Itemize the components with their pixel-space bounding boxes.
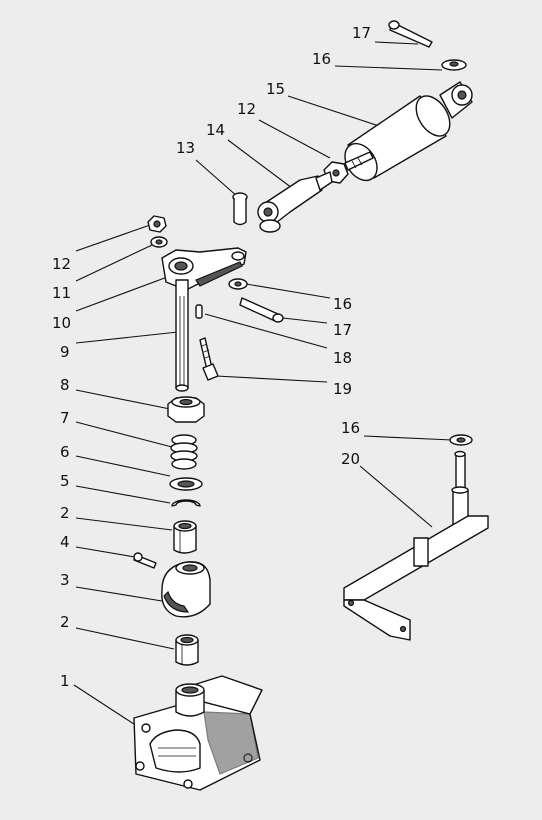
callout-2-upper: 2 [60,504,70,522]
callout-8: 8 [60,376,70,394]
callout-10: 10 [52,314,71,332]
part-3-bearing-housing [161,561,211,618]
part-2-bushing-upper [173,520,197,554]
callout-1: 1 [60,672,70,690]
part-9-splined-shaft [175,279,189,392]
callout-15: 15 [266,80,285,98]
callout-16-mid: 16 [333,295,352,313]
callout-labels: 17 16 15 12 14 13 12 11 10 9 16 17 18 19… [52,24,371,690]
callout-19: 19 [333,380,352,398]
callout-16-top: 16 [312,50,331,68]
callout-7: 7 [60,409,70,427]
part-8-nut [167,396,205,423]
callout-18: 18 [333,349,352,367]
part-16-washer-right [449,434,473,446]
part-17-cotter-pin-top [388,20,433,48]
part-6-washer [169,477,203,491]
part-19-bolt [199,337,219,381]
callout-3: 3 [60,571,70,589]
part-4-grease-fitting [133,552,157,569]
callout-17-mid: 17 [333,321,352,339]
callout-6: 6 [60,443,70,461]
part-1-mounting-housing [133,675,263,791]
leader-lines [73,41,453,729]
callout-13: 13 [176,139,195,157]
callout-12-top: 12 [237,100,256,118]
part-17-cotter-pin-mid [239,297,284,323]
part-16-washer-mid [228,278,248,290]
callout-5: 5 [60,472,70,490]
part-18-key [195,304,203,319]
callout-2-lower: 2 [60,613,70,631]
part-11-washer-left [150,236,168,248]
part-13-pin [232,192,248,226]
part-15-hydraulic-cylinder [344,81,473,182]
part-14-fork-clevis [257,171,333,233]
callout-16-right: 16 [341,419,360,437]
callout-17-top: 17 [352,24,371,42]
callout-11: 11 [52,284,71,302]
callout-9: 9 [60,343,70,361]
callout-14: 14 [206,121,225,139]
callout-20: 20 [341,450,360,468]
part-2-bushing-lower [175,634,199,666]
callout-4: 4 [60,533,70,551]
part-16-washer-top [441,59,467,71]
part-20-bracket [343,450,489,641]
callout-12-left: 12 [52,255,71,273]
part-5-snap-ring [171,499,201,507]
part-7-spring [170,434,198,470]
part-12-nut-left [147,215,167,233]
